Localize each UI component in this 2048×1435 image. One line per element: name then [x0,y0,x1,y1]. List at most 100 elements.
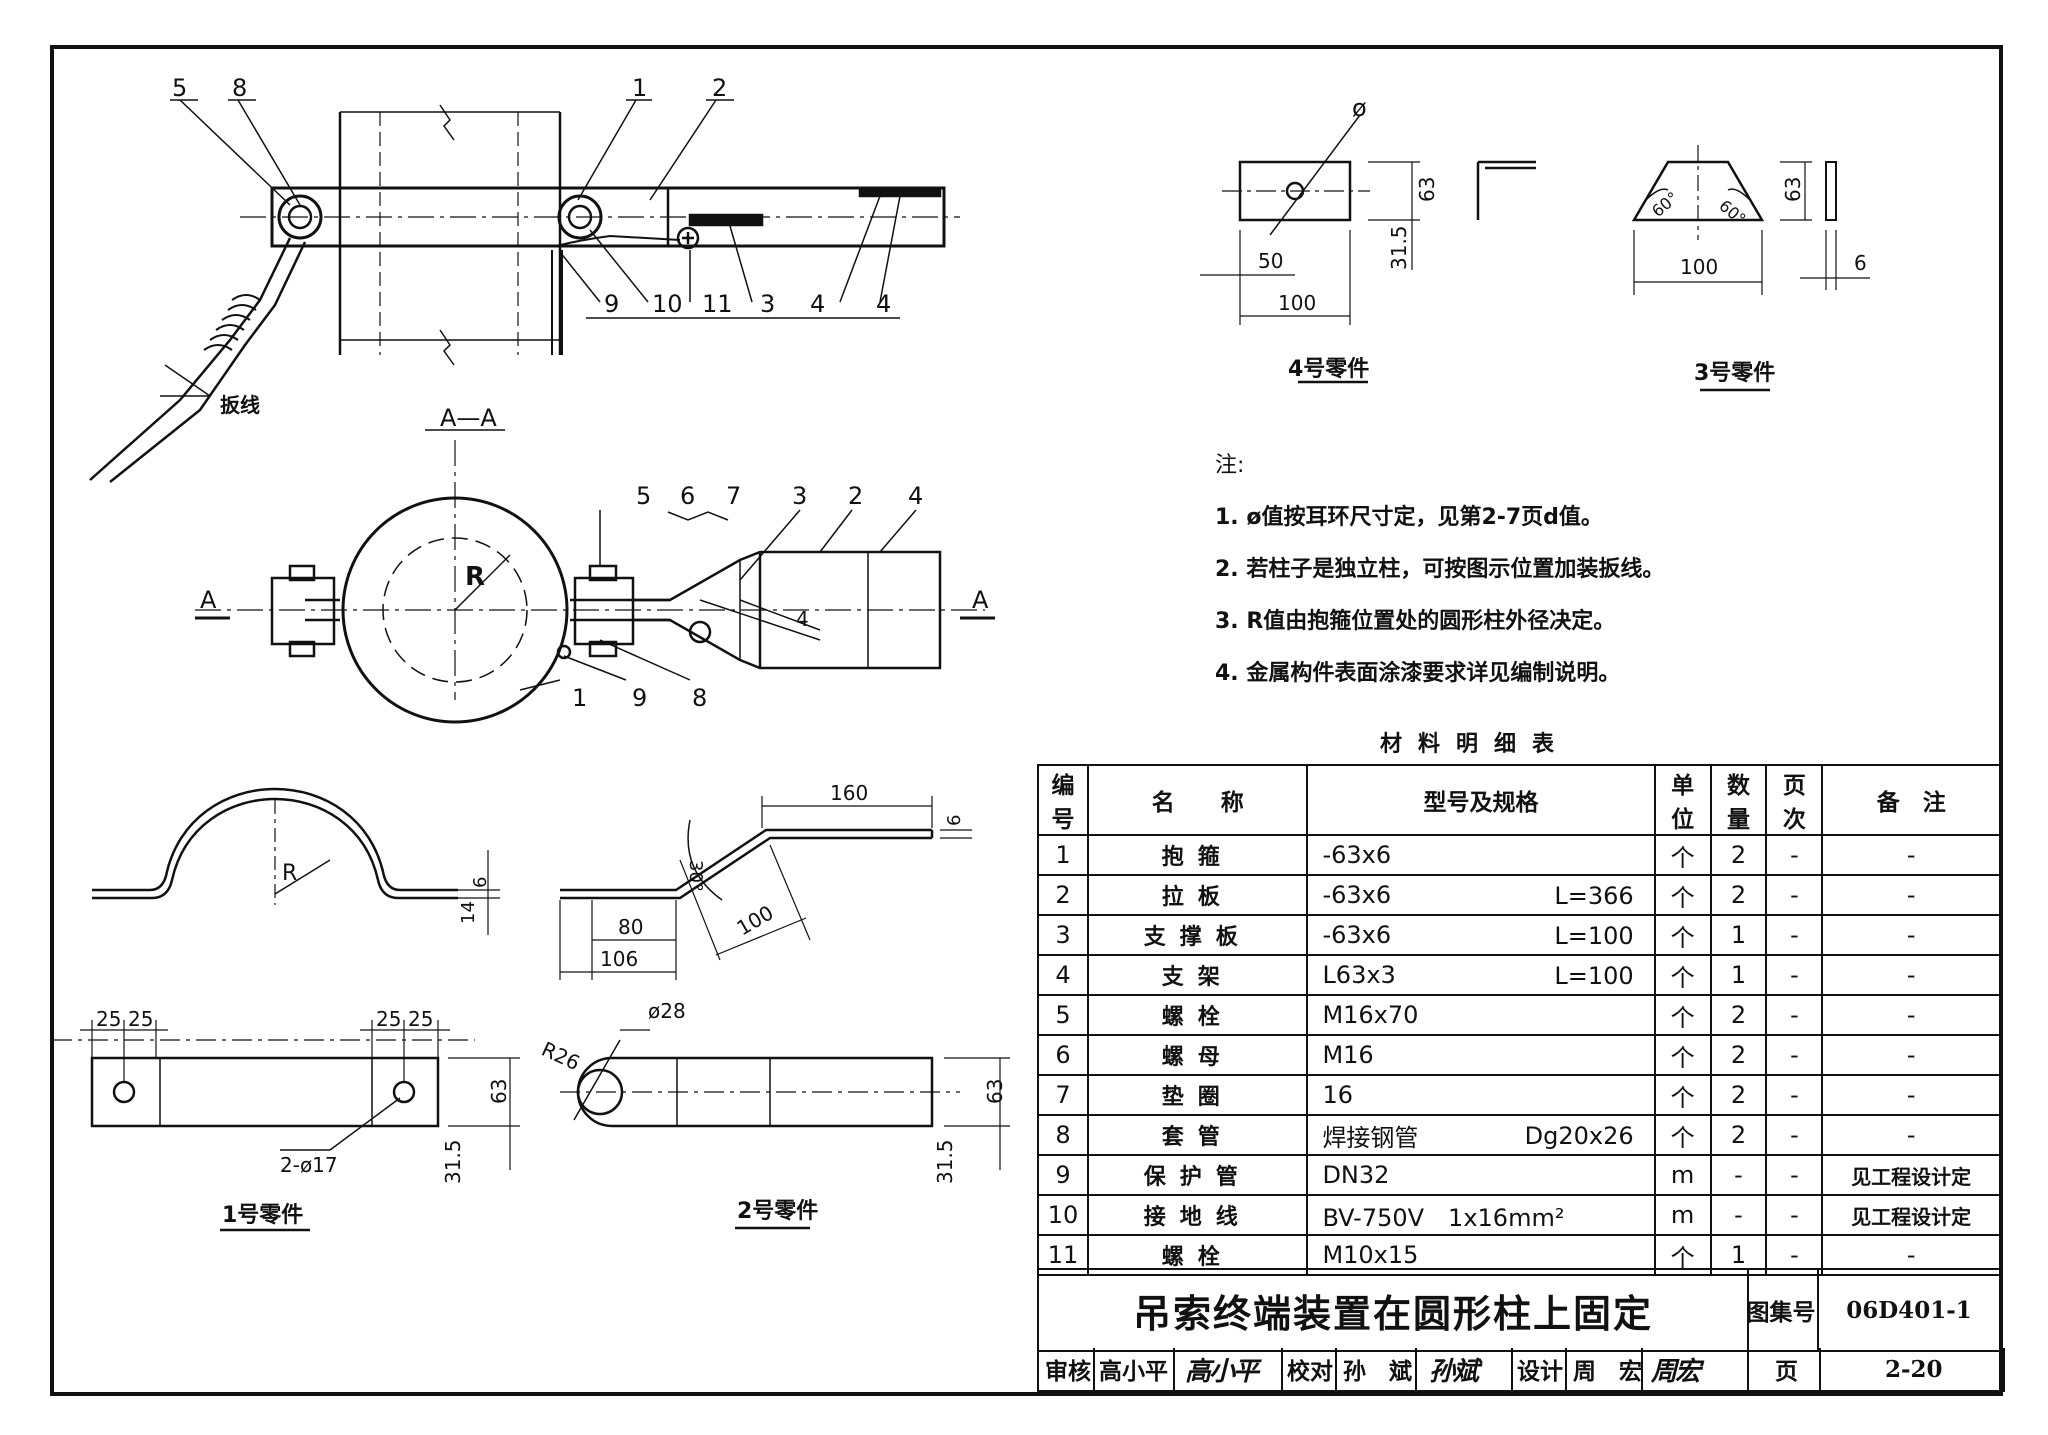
bom-spec-text: M10x15 [1322,1241,1419,1269]
plan-callout-7: 7 [726,482,741,510]
part2-dim-r26: R26 [538,1037,584,1075]
part1-dim-25-c: 25 [376,1007,401,1031]
part4-dim-100: 100 [1278,291,1316,315]
radius-label: R [465,562,485,592]
bom-cell-unit: 个 [1653,994,1712,1036]
bom-spec-text: L63x3 [1322,961,1396,989]
notes-block: 注: 1. ø值按耳环尺寸定，见第2-7页d值。 2. 若柱子是独立柱，可按图示… [1215,440,1775,700]
bom-spec-length: Dg20x26 [1524,1122,1634,1150]
weld-mark: 4 [796,607,809,631]
bom-cell-unit: m [1653,1194,1712,1236]
bom-cell-spec: -63x6 [1306,834,1656,876]
plan-callout-3: 3 [792,482,807,510]
page-label: 页 [1775,1359,1798,1385]
plan-callout-5: 5 [636,482,651,510]
part1-dim-63: 63 [487,1079,511,1104]
part3-drawing [1631,145,1870,392]
section-mark-a-right: A [972,586,989,614]
part1-drawing [52,787,520,1232]
bom-cell-remark: - [1821,914,2001,956]
plan-callout-2: 2 [848,482,863,510]
page-number: 2-20 [1885,1355,1943,1383]
plan-callout-8: 8 [692,684,707,712]
bom-cell-qty: - [1709,1194,1768,1236]
bom-cell-unit: 个 [1653,914,1712,956]
note-item: 4. 金属构件表面涂漆要求详见编制说明。 [1215,661,1621,686]
plan-view-labels: A A R 5 6 7 3 2 4 1 9 8 4 [200,482,989,712]
design-label: 设计 [1517,1359,1563,1385]
bom-cell-remark: - [1821,834,2001,876]
plan-callout-4: 4 [908,482,923,510]
bom-cell-spec: 16 [1306,1074,1656,1116]
callout-1: 1 [632,74,647,102]
bom-cell-qty: 2 [1709,1114,1768,1156]
part2-labels: 160 6 30° 100 80 106 ø28 R26 63 31.5 2号零… [538,781,1007,1224]
callout-9: 9 [604,290,619,318]
view-a-a-labels: 5 8 1 2 9 10 11 3 4 4 扳线 A—A [172,74,891,432]
drawing-title: 吊索终端装置在圆形柱上固定 [1037,1268,1749,1352]
bom-cell-remark: - [1821,874,2001,916]
part4-phi: ø [1352,94,1367,122]
plan-callout-6: 6 [680,482,695,510]
bom-spec-text: DN32 [1322,1161,1390,1189]
part1-dim-31-5: 31.5 [441,1139,465,1184]
designer-signature: 周宏 [1651,1356,1701,1387]
part2-drawing [559,796,1010,1230]
col-header-name: 名 称 [1086,764,1309,836]
bom-cell-page: - [1765,954,1824,996]
bom-cell-unit: 个 [1653,1114,1712,1156]
bom-cell-page: - [1765,994,1824,1036]
bom-spec-text: -63x6 [1322,841,1392,869]
part1-dim-6: 6 [470,877,491,888]
part2-dim-6: 6 [944,815,965,826]
signature-row: 审核 高小平 高小平 校对 孙 斌 孙斌 设计 周 宏 周宏 页 2-20 [1037,1348,2005,1392]
bom-cell-unit: 个 [1653,1034,1712,1076]
bom-cell-spec: -63x6 L=366 [1306,874,1656,916]
part3-labels: 63 100 6 60° 60° 3号零件 [1648,177,1867,386]
bom-cell-remark: 见工程设计定 [1821,1154,2001,1196]
bom-cell-spec: M16x70 [1306,994,1656,1036]
title-block: 吊索终端装置在圆形柱上固定 图集号 06D401-1 审核 高小平 高小平 校对… [1037,1268,2005,1392]
note-item: 3. R值由抱箍位置处的圆形柱外径决定。 [1215,609,1616,634]
part2-angle-30: 30° [685,860,706,892]
bom-cell-name: 保护管 [1086,1154,1309,1196]
callout-4: 4 [876,290,891,318]
callout-4-weld: 4 [810,290,825,318]
bom-cell-page: - [1765,1154,1824,1196]
part4-drawing [1200,114,1536,384]
bom-cell-name: 支撑板 [1086,914,1309,956]
bom-cell-no: 3 [1037,914,1089,956]
bom-cell-page: - [1765,834,1824,876]
note-item: 2. 若柱子是独立柱，可按图示位置加装扳线。 [1215,557,1665,582]
part2-dim-80: 80 [618,915,643,939]
col-header-unit: 单位 [1653,764,1712,836]
part3-caption: 3号零件 [1694,361,1775,386]
bom-cell-name: 抱箍 [1086,834,1309,876]
bom-spec-text: -63x6 [1322,881,1392,909]
bom-spec-length: L=366 [1554,882,1634,910]
bom-cell-unit: 个 [1653,954,1712,996]
bom-cell-no: 5 [1037,994,1089,1036]
part4-dim-63: 63 [1415,177,1439,202]
bom-spec-text: M16 [1322,1041,1374,1069]
bom-cell-page: - [1765,1114,1824,1156]
bom-cell-no: 10 [1037,1194,1089,1236]
reviewer-signature: 高小平 [1185,1356,1259,1387]
bom-cell-no: 7 [1037,1074,1089,1116]
bom-cell-unit: 个 [1653,1074,1712,1116]
part2-dim-63: 63 [983,1079,1007,1104]
bom-cell-name: 拉板 [1086,874,1309,916]
checker-name: 孙 斌 [1343,1359,1412,1385]
bom-cell-no: 4 [1037,954,1089,996]
callout-5: 5 [172,74,187,102]
bom-cell-page: - [1765,874,1824,916]
note-item: 1. ø值按耳环尺寸定，见第2-7页d值。 [1215,505,1603,530]
bom-cell-remark: 见工程设计定 [1821,1194,2001,1236]
bom-cell-name: 支架 [1086,954,1309,996]
col-header-qty: 数量 [1709,764,1768,836]
part2-dim-31-5: 31.5 [933,1139,957,1184]
